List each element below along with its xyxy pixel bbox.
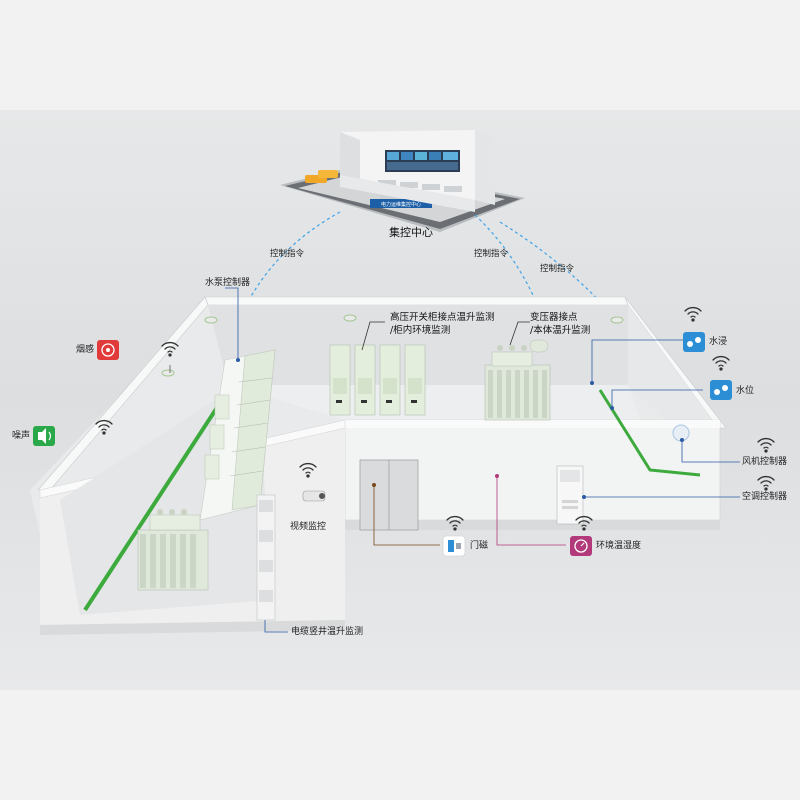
air-conditioner: [556, 465, 584, 525]
command-label-1: 控制指令: [270, 248, 305, 259]
cable-well-label: 电缆竖井温升监测: [291, 627, 364, 637]
leader-lines: [169, 287, 740, 633]
command-label-2: 控制指令: [474, 248, 509, 259]
double-door: [359, 459, 419, 531]
center-sign-text: 电力运维集控中心: [381, 201, 421, 208]
switchgear-row: [199, 349, 276, 521]
water-leak-icon: [683, 332, 705, 352]
transformer-label-line2: /本体温升监测: [530, 325, 591, 336]
cable-trench-left: [83, 378, 237, 612]
command-label-3: 控制指令: [540, 263, 575, 274]
water-leak-label: 水浸: [709, 337, 728, 347]
leader-dots: [236, 358, 684, 499]
cable-shaft: [256, 494, 276, 621]
transformer-main: [484, 339, 551, 421]
smoke-sensor-icon: [97, 340, 119, 360]
hv-cabinet-label-line2: /柜内环境监测: [390, 325, 451, 336]
camera: [302, 490, 326, 502]
env-label: 环境温湿度: [596, 541, 642, 551]
hv-cabinet-label-line1: 高压开关柜接点温升监测: [390, 312, 495, 323]
transformer-left: [137, 509, 209, 591]
video-label: 视频监控: [290, 522, 327, 532]
water-level-icon: [710, 380, 732, 400]
door-label: 门磁: [470, 541, 489, 551]
noise-label: 噪声: [12, 431, 31, 441]
ac-controller-label: 空调控制器: [742, 492, 788, 502]
noise-sensor-icon: [33, 426, 55, 446]
wifi-icons: [95, 306, 775, 531]
hv-cabinets: [329, 344, 426, 416]
smoke-label: 烟感: [76, 345, 95, 355]
door-sensor-icon: [442, 535, 466, 557]
cable-trench-right: [598, 389, 701, 477]
fan-controller-label: 风机控制器: [742, 457, 788, 467]
transformer-label-line1: 变压器接点: [530, 312, 578, 323]
pump-controller-label: 水泵控制器: [205, 278, 251, 288]
ceiling-sensors: [161, 314, 624, 377]
water-level-label: 水位: [736, 386, 755, 396]
control-center-building: [280, 130, 525, 232]
center-label: 集控中心: [389, 225, 433, 239]
env-sensor-icon: [570, 536, 592, 556]
